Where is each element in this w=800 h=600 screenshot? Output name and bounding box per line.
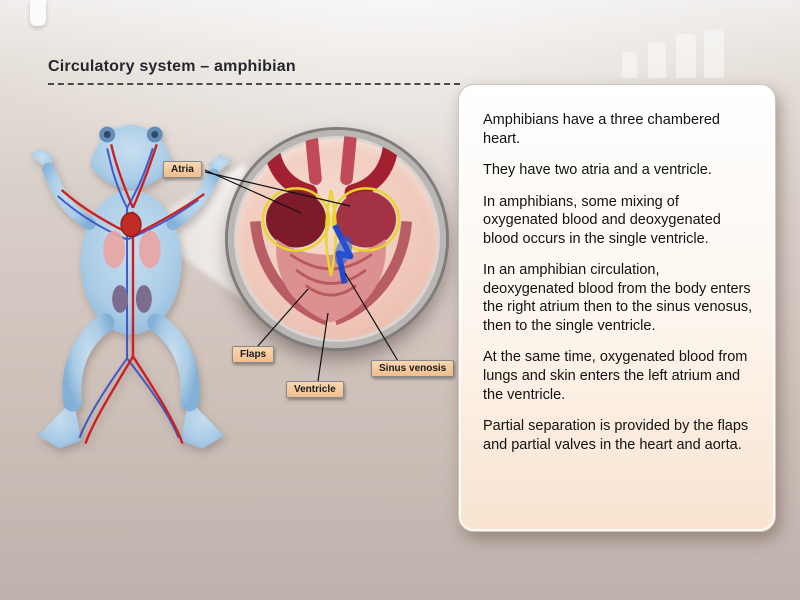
page-title: Circulatory system – amphibian	[48, 58, 296, 75]
title-block: Circulatory system – amphibian	[48, 58, 460, 85]
label-ventricle: Ventricle	[286, 381, 344, 398]
label-flaps: Flaps	[232, 346, 275, 363]
panel-paragraph: They have two atria and a ventricle.	[483, 162, 712, 179]
top-left-tab-decoration	[30, 0, 46, 26]
info-panel: Amphibians have a three chambered heart.…	[458, 84, 776, 532]
heart-cross-section	[250, 136, 412, 326]
panel-paragraph: Partial separation is provided by the fl…	[483, 418, 749, 453]
panel-paragraph: In an amphibian circulation, deoxygenate…	[483, 262, 753, 334]
frog-circulatory-illustration	[29, 124, 233, 449]
label-sinus-venosis: Sinus venosis	[371, 360, 455, 377]
deco-bar-4	[704, 30, 724, 78]
panel-paragraph: At the same time, oxygenated blood from …	[483, 349, 748, 403]
deco-bar-2	[648, 42, 666, 78]
label-atria: Atria	[163, 161, 202, 178]
deco-bar-3	[676, 34, 696, 78]
deco-bar-1	[622, 52, 637, 78]
title-dashed-underline	[48, 83, 460, 85]
heart-magnifier-circle	[228, 130, 446, 348]
panel-paragraph: In amphibians, some mixing of oxygenated…	[483, 193, 721, 247]
panel-paragraph: Amphibians have a three chambered heart.	[483, 112, 720, 147]
